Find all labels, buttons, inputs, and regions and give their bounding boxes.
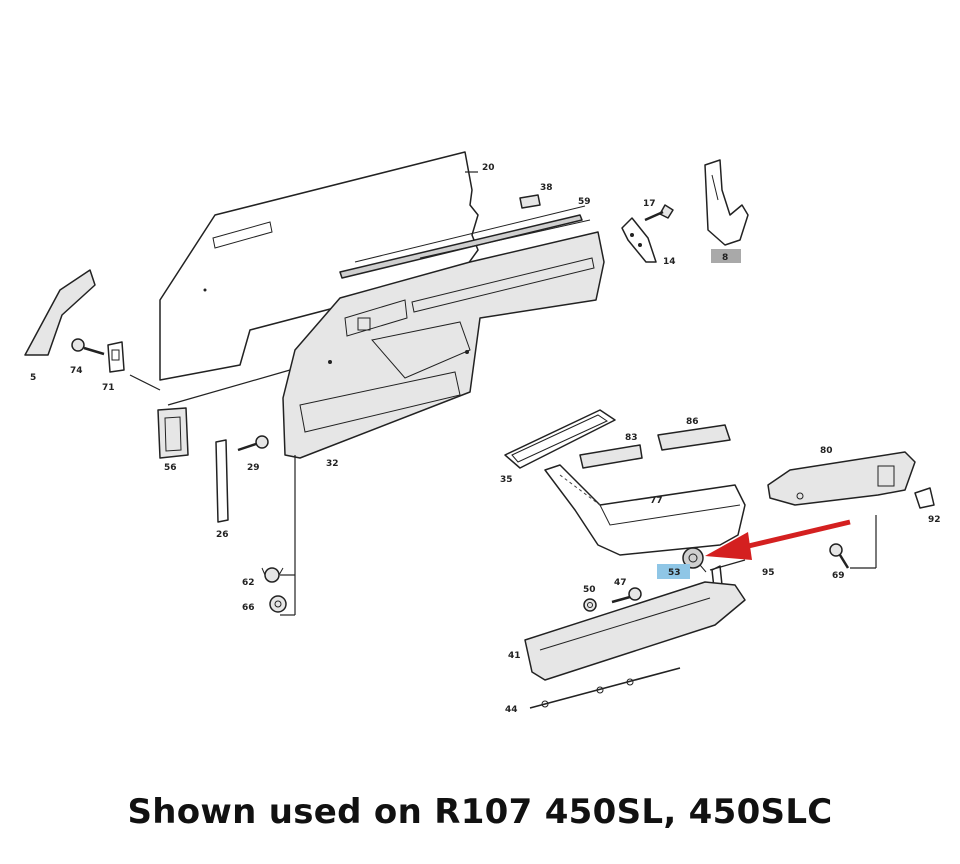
part-41-door-pull — [524, 581, 746, 681]
callout-71: 71 — [102, 383, 115, 393]
part-38-clip-block — [519, 194, 541, 209]
callout-77: 77 — [650, 496, 663, 506]
callout-74: 74 — [70, 366, 83, 376]
callout-53: 53 — [668, 568, 681, 578]
part-59-window-seal — [339, 205, 591, 279]
part-62-fastener — [261, 567, 284, 583]
callout-95: 95 — [762, 568, 775, 578]
callout-41: 41 — [508, 651, 521, 661]
part-17-screw — [644, 204, 674, 222]
part-20-door-panel — [159, 151, 479, 381]
callout-47: 47 — [614, 578, 627, 588]
callout-50: 50 — [583, 585, 596, 595]
callout-69: 69 — [832, 571, 845, 581]
part-66-fastener — [269, 595, 287, 613]
callout-14: 14 — [663, 257, 676, 267]
callout-20: 20 — [482, 163, 495, 173]
part-92-clip — [914, 487, 935, 509]
part-77-armrest-pocket — [544, 464, 746, 556]
callout-83: 83 — [625, 433, 638, 443]
callout-26: 26 — [216, 530, 229, 540]
callout-56: 56 — [164, 463, 177, 473]
part-26-strip — [215, 439, 229, 523]
callout-35: 35 — [500, 475, 513, 485]
part-74-screw — [71, 338, 105, 356]
part-44-rod — [529, 667, 681, 709]
leader-lines — [129, 250, 877, 616]
callout-32: 32 — [326, 459, 339, 469]
callout-86: 86 — [686, 417, 699, 427]
part-80-armrest — [767, 451, 916, 506]
callout-8-highlight — [711, 249, 741, 263]
part-32-door-trim-panel — [282, 231, 605, 459]
parts-diagram: 20 38 59 17 14 8 5 74 71 56 29 32 26 62 … — [24, 151, 941, 715]
part-47-screw — [611, 587, 642, 604]
callout-5: 5 — [30, 373, 36, 383]
red-arrow-indicator — [705, 519, 851, 560]
part-35-armrest-frame — [504, 409, 616, 469]
part-5-side-trim — [24, 269, 96, 356]
part-53-connector — [682, 547, 707, 573]
callout-80: 80 — [820, 446, 833, 456]
part-71-clip — [107, 341, 125, 373]
callout-66: 66 — [242, 603, 255, 613]
part-69-screw — [829, 543, 850, 569]
callout-44: 44 — [505, 705, 518, 715]
callout-17: 17 — [643, 199, 656, 209]
callout-38: 38 — [540, 183, 553, 193]
caption-text: Shown used on R107 450SL, 450SLC — [127, 792, 833, 832]
part-83-cover-strip — [579, 444, 643, 469]
part-29-screw — [237, 435, 269, 452]
callout-92: 92 — [928, 515, 941, 525]
part-50-washer — [583, 598, 597, 612]
callout-59: 59 — [578, 197, 591, 207]
part-56-handle-cup — [157, 407, 189, 459]
part-8-bracket — [704, 159, 749, 246]
callout-62: 62 — [242, 578, 255, 588]
callout-8: 8 — [722, 253, 728, 263]
part-86-cover-strip — [657, 424, 731, 451]
callout-53-highlight — [657, 564, 690, 579]
part-14-latch-bracket — [621, 217, 657, 263]
callout-29: 29 — [247, 463, 260, 473]
